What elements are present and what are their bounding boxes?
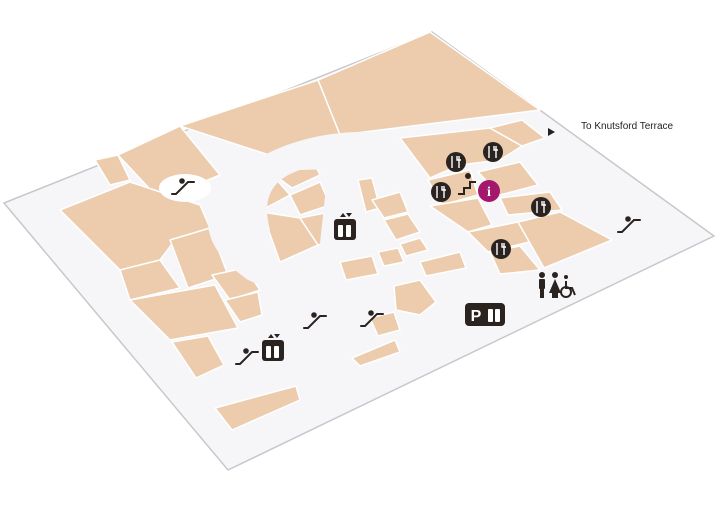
- fork-knife-icon[interactable]: [483, 142, 503, 162]
- dining-icons: [431, 142, 551, 259]
- info-label: i: [487, 185, 491, 200]
- fork-knife-icon[interactable]: [446, 152, 466, 172]
- atrium-void: [207, 131, 422, 285]
- shop-unit[interactable]: [383, 213, 421, 241]
- escalator-icon[interactable]: [235, 348, 259, 365]
- fork-knife-icon[interactable]: [431, 182, 451, 202]
- escalator-icon[interactable]: [303, 312, 327, 329]
- direction-arrow-icon: [548, 128, 555, 136]
- fork-knife-icon[interactable]: [531, 197, 551, 217]
- shop-unit[interactable]: [129, 284, 239, 341]
- direction-label-knutsford-terrace: To Knutsford Terrace: [581, 121, 674, 132]
- lift-icon[interactable]: [334, 213, 356, 240]
- info-icon[interactable]: i: [478, 180, 500, 202]
- atrium-corridor: [318, 150, 352, 262]
- shop-unit[interactable]: [393, 279, 437, 316]
- escalator-icon[interactable]: [617, 216, 641, 233]
- shop-unit[interactable]: [94, 154, 131, 186]
- escalator-icon[interactable]: [360, 310, 384, 327]
- shop-unit[interactable]: [369, 311, 401, 337]
- escalator-void: [159, 174, 211, 202]
- toilet-icon[interactable]: [539, 272, 561, 298]
- escalator-icon[interactable]: [171, 178, 195, 195]
- shop-unit[interactable]: [351, 339, 401, 367]
- wheelchair-icon[interactable]: [560, 275, 576, 298]
- stairs-icon: [458, 173, 476, 195]
- shop-unit[interactable]: [171, 335, 225, 379]
- shop-unit[interactable]: [371, 191, 409, 219]
- lift-icons: [262, 213, 356, 361]
- lift-icon[interactable]: [262, 334, 284, 361]
- shop-unit[interactable]: [419, 251, 467, 277]
- parking-label: P: [471, 308, 482, 325]
- shop-unit[interactable]: [214, 385, 301, 431]
- shop-unit[interactable]: [119, 259, 181, 301]
- fork-knife-icon[interactable]: [491, 239, 511, 259]
- shop-unit[interactable]: [224, 291, 263, 323]
- escalator-icons: [171, 178, 641, 365]
- shop-unit[interactable]: [489, 119, 546, 147]
- shop-unit[interactable]: [377, 247, 405, 267]
- shop-unit[interactable]: [339, 255, 379, 281]
- shop-unit[interactable]: [429, 197, 493, 233]
- parking-lift-icon[interactable]: P: [465, 303, 505, 326]
- shop-unit[interactable]: [399, 237, 429, 257]
